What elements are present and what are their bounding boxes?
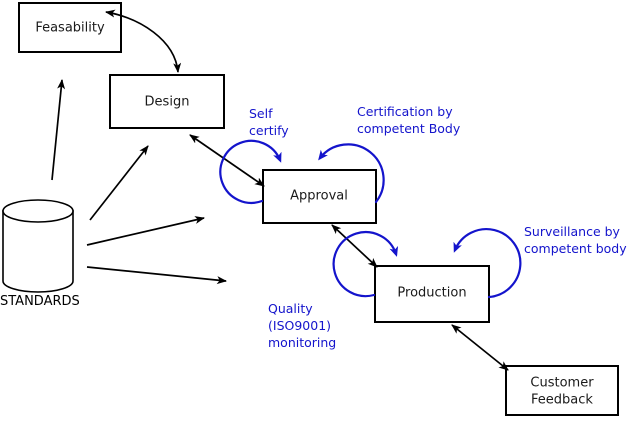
standards-cylinder-top [2,199,74,223]
flow-approval-production[interactable] [331,224,378,268]
flow-production-customer[interactable] [451,324,509,371]
surveillance-label-line1: Surveillance by [524,224,621,239]
surveillance-loop-arc[interactable] [453,228,522,299]
quality-loop-arc[interactable] [332,231,399,298]
flow-standards-design[interactable] [89,145,149,221]
annotation-surveillance: Surveillance by competent body [524,224,627,256]
standards-cylinder-body[interactable] [2,210,74,293]
flow-standards-feasability[interactable] [51,79,66,181]
annotation-certification: Certification by competent Body [357,104,461,136]
self-certify-loop-arc[interactable] [219,139,282,204]
feasability-label: Feasability [35,21,105,36]
node-design[interactable]: Design [109,74,225,129]
quality-label-line1: Quality [268,301,313,316]
self-certify-label-line1: Self [249,106,273,121]
surveillance-label-line2: competent body [524,241,627,256]
certification-loop-arc[interactable] [318,143,385,204]
flow-design-feasability[interactable] [105,9,182,73]
node-standards[interactable]: STANDARDS [0,199,80,309]
flow-design-approval[interactable] [189,134,265,187]
annotation-quality: Quality (ISO9001) monitoring [268,301,336,350]
certification-label-line2: competent Body [357,121,461,136]
quality-label-line2: (ISO9001) [268,318,331,333]
self-certify-label-line2: certify [249,123,289,138]
node-production[interactable]: Production [374,265,490,323]
approval-box[interactable] [262,169,377,224]
production-box[interactable] [374,265,490,323]
customer-feedback-box[interactable] [505,365,619,416]
design-box[interactable] [109,74,225,129]
quality-label-line3: monitoring [268,335,336,350]
flow-standards-approval[interactable] [86,216,205,246]
node-feasability[interactable]: Feasability [18,2,122,53]
design-label: Design [145,95,190,110]
production-label: Production [397,286,466,301]
feasability-box[interactable] [18,2,122,53]
customer-feedback-label-line2: Feedback [531,393,593,408]
node-customer-feedback[interactable]: Customer Feedback [505,365,619,416]
certification-label-line1: Certification by [357,104,453,119]
approval-label: Approval [290,189,348,204]
annotation-self-certify: Self certify [249,106,289,138]
customer-feedback-label-line1: Customer [530,376,594,391]
standards-label: STANDARDS [0,294,80,309]
node-approval[interactable]: Approval [262,169,377,224]
flow-standards-production[interactable] [86,266,227,285]
